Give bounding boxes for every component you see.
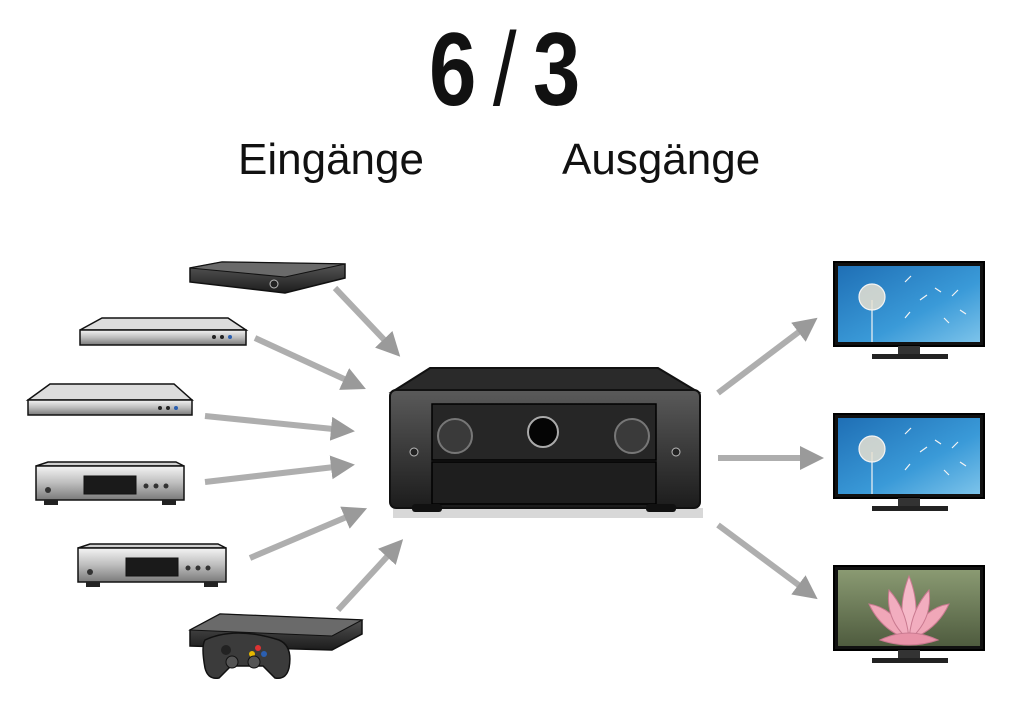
gamepad-icon [202, 632, 291, 680]
headline-separator: / [492, 12, 519, 128]
input-arrows [204, 285, 404, 613]
blu-ray-player [79, 317, 249, 346]
arrow-in-2 [253, 335, 366, 390]
outputs-count: 3 [532, 12, 583, 128]
inputs-count: 6 [428, 12, 479, 128]
dandelion-image [858, 427, 967, 494]
dandelion-image [858, 275, 967, 342]
monitor-3 [833, 565, 985, 663]
source-knob [614, 418, 650, 454]
game-console [188, 613, 364, 680]
lotus-image [868, 574, 950, 646]
inputs-label: Eingänge [238, 135, 424, 184]
dvd-player [25, 383, 194, 416]
volume-knob [437, 418, 473, 454]
arrow-in-3 [204, 413, 355, 441]
arrow-in-5 [248, 506, 368, 561]
monitor-1 [833, 261, 985, 359]
output-arrows [716, 317, 824, 600]
arrow-in-4 [204, 455, 355, 485]
center-display [527, 416, 559, 448]
av-receiver [388, 367, 703, 518]
arrow-out-3 [716, 522, 818, 600]
media-player [77, 543, 227, 587]
monitor-2 [833, 413, 985, 511]
arrow-in-1 [332, 285, 401, 357]
outputs-label: Ausgänge [562, 135, 761, 184]
streaming-box [189, 261, 346, 294]
headline: 6/3 [91, 18, 920, 122]
arrow-in-6 [335, 539, 404, 613]
cd-player [35, 461, 185, 505]
arrow-out-1 [716, 317, 818, 396]
